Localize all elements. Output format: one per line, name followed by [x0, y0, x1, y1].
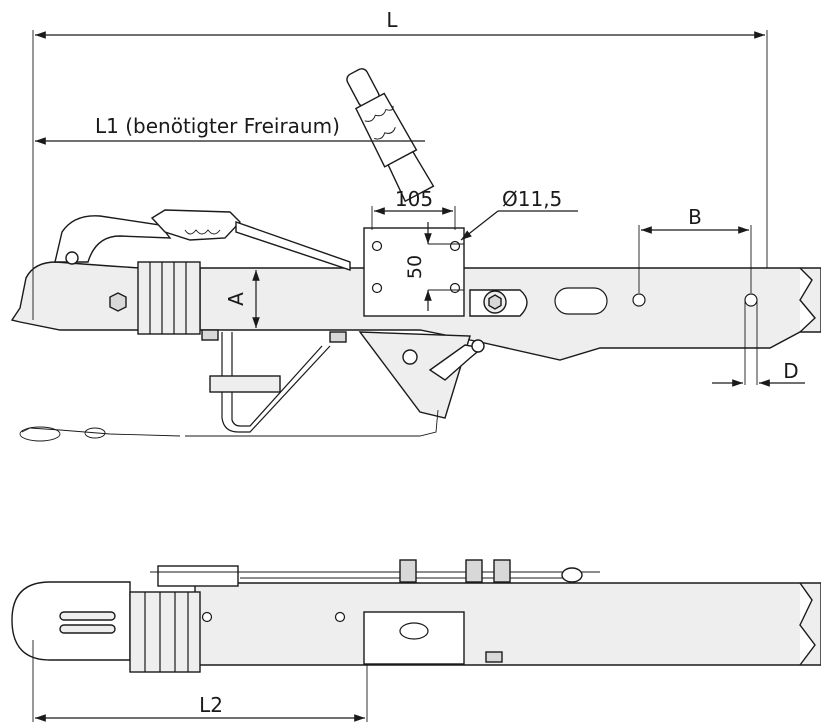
top-rod-clamp-3: [493, 559, 511, 583]
top-bellows: [129, 591, 201, 673]
tube-hole-1: [632, 293, 646, 307]
lever-spring: [428, 344, 484, 381]
rear-strut: [235, 221, 351, 271]
dim-L-label: L: [386, 8, 398, 32]
plate-hole-3: [371, 282, 383, 294]
plate-hole-4: [449, 282, 461, 294]
lever-spring-pin: [471, 339, 485, 353]
dim-105-label: 105: [395, 187, 433, 211]
plate-hole-1: [371, 240, 383, 252]
dimension-lines: [32, 30, 805, 722]
tube-break-edge: [799, 267, 816, 333]
top-rod-clamp-2: [465, 559, 483, 583]
top-tube-break-edge: [799, 582, 816, 666]
tube-hole-2: [744, 293, 758, 307]
hand-brake-lever: [346, 68, 435, 203]
bracket-bolt-2: [329, 331, 347, 343]
bracket-bolt-1: [201, 329, 219, 341]
dim-L2-label: L2: [199, 693, 223, 717]
lever-pin: [402, 349, 418, 365]
top-hole-2: [334, 611, 346, 623]
top-view: [11, 559, 821, 673]
plate-hole-2: [449, 240, 461, 252]
top-tube: [194, 582, 821, 666]
top-coupling-head: [11, 581, 131, 661]
top-bottom-bolt: [485, 651, 503, 663]
bellows: [137, 261, 201, 335]
side-view: [10, 68, 821, 442]
breakaway-cable: [21, 409, 439, 437]
top-hole-1: [201, 611, 213, 623]
coupling-head-nut: [109, 292, 127, 312]
dim-diameter-label: Ø11,5: [502, 187, 562, 211]
pivot-nut: [488, 294, 502, 310]
dim-50-label: 50: [404, 255, 426, 279]
coupling-head-pin: [65, 251, 79, 265]
top-plate: [363, 611, 465, 665]
cable-snap-hook: [19, 426, 61, 442]
tube-slot: [554, 287, 608, 315]
dim-D-label: D: [783, 359, 798, 383]
top-handle-block: [157, 565, 239, 587]
dim-L1-label: L1 (benötigter Freiraum): [95, 114, 340, 138]
dim-A-label: A: [224, 292, 248, 306]
bracket-plate: [209, 375, 281, 393]
top-plate-hole: [399, 622, 429, 640]
dim-B-label: B: [688, 205, 702, 229]
brake-lever-triangle: [358, 331, 471, 419]
top-rod-clamp-1: [399, 559, 417, 583]
cable-loop: [84, 427, 106, 439]
top-rod-end: [561, 567, 583, 583]
lower-bracket: [221, 332, 331, 433]
